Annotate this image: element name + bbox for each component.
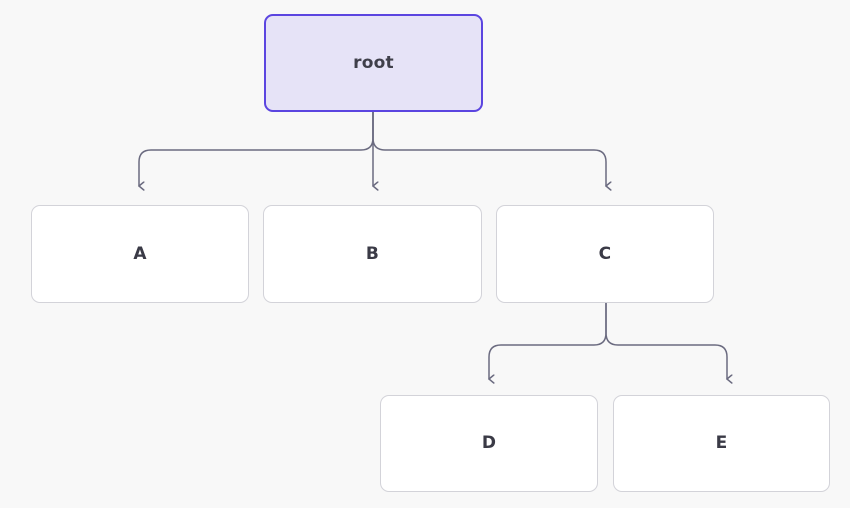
node-d-label: D: [481, 433, 497, 453]
node-c-label: C: [598, 243, 612, 264]
edge-C-D: [488, 302, 607, 379]
node-e-label: E: [715, 433, 728, 453]
edge-root-C: [372, 111, 606, 186]
edge-root-A: [138, 111, 374, 186]
node-a[interactable]: A: [31, 205, 249, 303]
node-root[interactable]: root: [264, 14, 483, 112]
node-b[interactable]: B: [263, 205, 482, 303]
node-a-label: A: [133, 243, 147, 264]
node-b-label: B: [365, 243, 380, 264]
node-d[interactable]: D: [380, 395, 598, 492]
edge-C-E: [605, 302, 727, 379]
node-root-label: root: [353, 52, 394, 73]
node-c[interactable]: C: [496, 205, 714, 303]
node-e[interactable]: E: [613, 395, 830, 492]
